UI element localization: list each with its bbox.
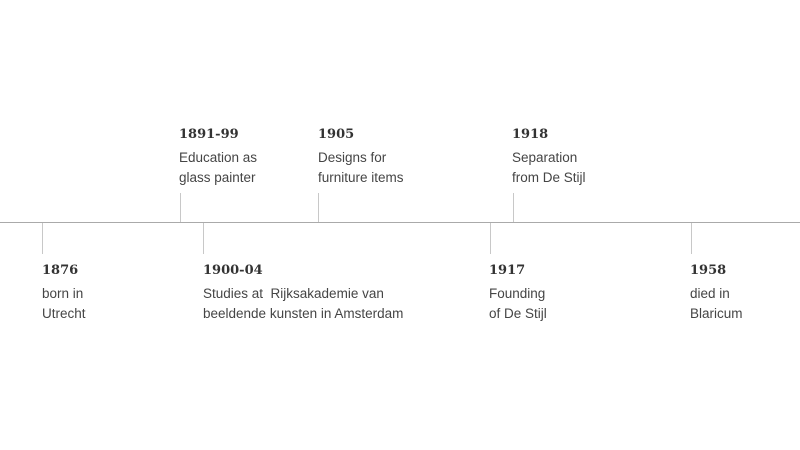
event-description-line: Studies at Rijksakademie van xyxy=(203,286,384,301)
timeline-event-1905: 1905 Designs for furniture items xyxy=(318,127,404,188)
tick-1917 xyxy=(490,223,491,254)
event-year: 1918 xyxy=(512,127,549,142)
event-description: Studies at Rijksakademie van beeldende k… xyxy=(203,284,403,324)
event-description: Separation from De Stijl xyxy=(512,148,586,188)
event-year: 1900-04 xyxy=(203,263,263,278)
timeline-axis xyxy=(0,222,800,223)
event-description-line: beeldende kunsten in Amsterdam xyxy=(203,306,404,321)
event-description-line: Separation xyxy=(512,150,578,165)
event-year: 1891-99 xyxy=(179,127,239,142)
event-year: 1876 xyxy=(42,263,79,278)
tick-1891-99 xyxy=(180,193,181,222)
timeline-event-1900-04: 1900-04 Studies at Rijksakademie van bee… xyxy=(203,263,403,324)
event-description-line: died in xyxy=(690,286,730,301)
event-description-line: Blaricum xyxy=(690,306,743,321)
event-description: born in Utrecht xyxy=(42,284,86,324)
event-description: Education as glass painter xyxy=(179,148,257,188)
event-description-line: from De Stijl xyxy=(512,170,586,185)
event-year: 1905 xyxy=(318,127,355,142)
event-description-line: born in xyxy=(42,286,84,301)
tick-1876 xyxy=(42,223,43,254)
event-year: 1958 xyxy=(690,263,727,278)
event-description-line: glass painter xyxy=(179,170,256,185)
timeline-event-1917: 1917 Founding of De Stijl xyxy=(489,263,547,324)
timeline-event-1958: 1958 died in Blaricum xyxy=(690,263,743,324)
event-description-line: Utrecht xyxy=(42,306,86,321)
event-description: died in Blaricum xyxy=(690,284,743,324)
timeline-event-1876: 1876 born in Utrecht xyxy=(42,263,86,324)
event-description-line: Education as xyxy=(179,150,258,165)
event-description: Designs for furniture items xyxy=(318,148,404,188)
tick-1958 xyxy=(691,223,692,254)
tick-1918 xyxy=(513,193,514,222)
event-year: 1917 xyxy=(489,263,526,278)
event-description-line: furniture items xyxy=(318,170,404,185)
event-description-line: Designs for xyxy=(318,150,387,165)
tick-1900-04 xyxy=(203,223,204,254)
event-description-line: Founding xyxy=(489,286,546,301)
event-description-line: of De Stijl xyxy=(489,306,547,321)
tick-1905 xyxy=(318,193,319,222)
event-description: Founding of De Stijl xyxy=(489,284,547,324)
timeline-event-1918: 1918 Separation from De Stijl xyxy=(512,127,586,188)
timeline-event-1891-99: 1891-99 Education as glass painter xyxy=(179,127,257,188)
